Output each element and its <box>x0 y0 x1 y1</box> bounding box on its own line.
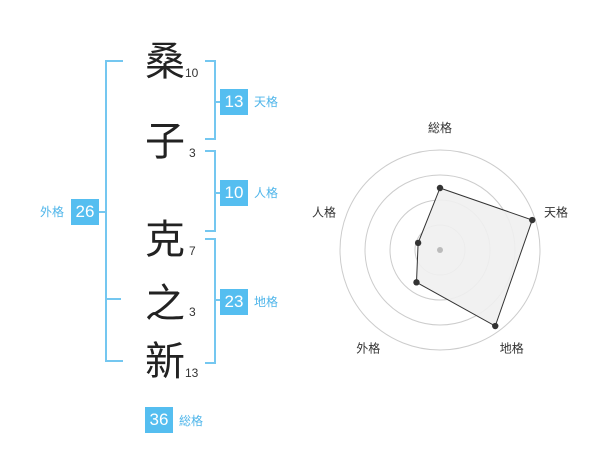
radar-series-area <box>415 187 533 327</box>
radar-axis-label-4: 外格 <box>356 341 380 356</box>
stroke-count-4: 3 <box>189 305 196 319</box>
gaikaku-label: 外格 <box>40 205 65 219</box>
radar-axis-label-5: 人格 <box>312 204 336 219</box>
gaikaku-value-badge: 26 <box>71 199 99 225</box>
name-char-2: 子 <box>145 119 185 165</box>
stroke-count-1: 10 <box>185 66 199 80</box>
tenkaku-label: 天格 <box>254 95 279 109</box>
stroke-count-3: 7 <box>189 244 196 258</box>
chikaku-value-badge: 23 <box>220 289 248 315</box>
radar-point-1 <box>436 184 444 192</box>
tenkaku-bracket <box>205 60 216 140</box>
chikaku-label: 地格 <box>254 295 279 309</box>
soukaku-label: 総格 <box>179 414 204 428</box>
radar-point-5 <box>414 239 422 247</box>
jinkaku-bracket <box>205 150 216 232</box>
chikaku-bracket <box>205 238 216 364</box>
stroke-count-2: 3 <box>189 146 196 160</box>
tenkaku-bracket-tick <box>214 101 221 103</box>
radar-point-2 <box>529 216 536 224</box>
gaikaku-bracket-outer-tick <box>99 211 107 213</box>
stroke-count-5: 13 <box>185 366 199 380</box>
jinkaku-label: 人格 <box>254 186 279 200</box>
name-char-5: 新 <box>145 339 185 385</box>
chikaku-bracket-tick <box>214 299 221 301</box>
radar-axis-label-2: 天格 <box>544 204 568 219</box>
name-char-1: 桑 <box>145 39 185 85</box>
radar-center-dot <box>437 247 443 253</box>
name-char-3: 克 <box>145 217 185 263</box>
radar-axis-label-3: 地格 <box>500 341 524 356</box>
soukaku-value-badge: 36 <box>145 407 173 433</box>
radar-point-3 <box>492 322 499 330</box>
name-char-4: 之 <box>145 281 185 327</box>
jinkaku-value-badge: 10 <box>220 180 248 206</box>
radar-axis-label-1: 総格 <box>428 120 452 135</box>
radar-ring <box>339 149 541 351</box>
jinkaku-bracket-tick <box>214 192 221 194</box>
tenkaku-value-badge: 13 <box>220 89 248 115</box>
gaikaku-bracket-inner-tick <box>105 298 121 300</box>
radar-point-4 <box>413 279 420 286</box>
